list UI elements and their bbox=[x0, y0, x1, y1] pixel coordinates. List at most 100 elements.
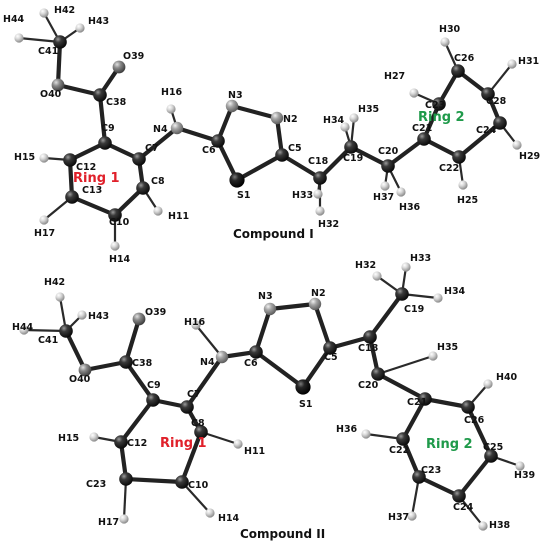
atom-label-2-s1: S1 bbox=[299, 399, 312, 410]
atom-label-2-h11: H11 bbox=[244, 446, 265, 457]
atom-1-h43 bbox=[75, 23, 85, 33]
atom-label-2-h39: H39 bbox=[514, 470, 535, 481]
atom-label-2-h16: H16 bbox=[184, 317, 206, 328]
atom-label-2-c24: C24 bbox=[453, 502, 474, 513]
atom-1-c38 bbox=[93, 88, 107, 102]
atom-1-h36 bbox=[396, 187, 406, 197]
bond-2-n2-c5 bbox=[312, 301, 333, 351]
atom-label-1-h16: H16 bbox=[161, 87, 183, 98]
atom-2-h11 bbox=[233, 439, 243, 449]
bond-2-c20-h35 bbox=[376, 354, 435, 376]
bond-2-c38-o39 bbox=[123, 316, 142, 365]
atom-2-c12 bbox=[114, 435, 128, 449]
atom-2-n3 bbox=[263, 302, 277, 316]
atom-1-o39 bbox=[112, 60, 126, 74]
bond-2-c23b-c22 bbox=[400, 436, 422, 480]
atom-2-h42 bbox=[55, 292, 65, 302]
atom-1-c20 bbox=[381, 159, 395, 173]
atom-label-2-c23b: C23 bbox=[421, 465, 441, 476]
atom-2-h15 bbox=[89, 432, 99, 442]
atom-label-1-c13: C13 bbox=[82, 185, 102, 196]
bond-1-c5-s1 bbox=[234, 152, 285, 183]
bond-2-c41-o40 bbox=[63, 328, 88, 373]
atom-1-c23 bbox=[432, 97, 446, 111]
atom-label-1-h33: H33 bbox=[292, 190, 313, 201]
atom-2-c9 bbox=[146, 393, 160, 407]
atom-2-h17 bbox=[119, 514, 129, 524]
bond-2-n4-h16 bbox=[194, 323, 224, 359]
compound-1-title: Compound I bbox=[233, 227, 314, 241]
atom-1-h34 bbox=[340, 122, 350, 132]
compound-1-ring-2-label: Ring 2 bbox=[418, 110, 465, 125]
atom-label-2-h35: H35 bbox=[437, 342, 458, 353]
bond-2-c24-c23b bbox=[416, 474, 462, 499]
atom-1-n3 bbox=[225, 99, 239, 113]
atom-2-c41 bbox=[59, 324, 73, 338]
atom-label-2-c5: C5 bbox=[324, 352, 338, 363]
bond-1-h44-c41 bbox=[17, 36, 62, 44]
atom-1-h15 bbox=[39, 153, 49, 163]
atom-1-c13 bbox=[65, 190, 79, 204]
atom-label-2-c25: C25 bbox=[483, 442, 503, 453]
atom-label-2-c22: C22 bbox=[389, 445, 409, 456]
atom-label-1-h37: H37 bbox=[373, 192, 394, 203]
atom-2-h35 bbox=[428, 351, 438, 361]
atom-2-c26 bbox=[461, 400, 475, 414]
atom-2-h33 bbox=[401, 262, 411, 272]
atom-2-c38 bbox=[119, 355, 133, 369]
atom-label-1-c5: C5 bbox=[288, 143, 302, 154]
atom-1-c9 bbox=[98, 136, 112, 150]
compound-2-title: Compound II bbox=[240, 527, 325, 541]
atom-1-c6 bbox=[211, 134, 225, 148]
atom-1-h16 bbox=[166, 104, 176, 114]
atom-1-h37 bbox=[380, 181, 390, 191]
atom-label-1-c22: C22 bbox=[439, 163, 459, 174]
bond-1-c7-n4 bbox=[136, 125, 180, 162]
atom-label-2-h38: H38 bbox=[489, 520, 511, 531]
atom-label-1-h43: H43 bbox=[88, 16, 109, 27]
atom-label-1-c10: C10 bbox=[109, 217, 130, 228]
bond-2-c25-c24 bbox=[456, 453, 494, 499]
atom-1-c28 bbox=[481, 87, 495, 101]
atom-2-h40 bbox=[483, 379, 493, 389]
atom-label-1-c18: C18 bbox=[308, 156, 329, 167]
atom-2-h14 bbox=[205, 508, 215, 518]
atom-label-1-h14: H14 bbox=[109, 254, 131, 265]
atom-label-1-h36: H36 bbox=[399, 202, 421, 213]
atom-label-1-h17: H17 bbox=[34, 228, 55, 239]
atom-1-c19 bbox=[344, 140, 358, 154]
bond-2-c20-c21 bbox=[375, 371, 428, 402]
bond-2-c26-c25 bbox=[465, 404, 494, 459]
atom-2-h34 bbox=[433, 293, 443, 303]
atom-label-2-h40: H40 bbox=[496, 372, 518, 383]
bond-1-n3-n2 bbox=[229, 103, 280, 121]
atom-1-c12 bbox=[63, 153, 77, 167]
atom-2-h38 bbox=[478, 521, 488, 531]
atom-label-2-h44: H44 bbox=[12, 322, 34, 333]
atom-label-1-o40: O40 bbox=[40, 89, 62, 100]
bond-2-c7-n4 bbox=[184, 354, 225, 410]
atom-label-1-c20: C20 bbox=[378, 146, 399, 157]
bond-1-c41-o40 bbox=[55, 39, 63, 88]
bond-1-c5-c18 bbox=[279, 152, 323, 181]
atom-1-h14 bbox=[110, 241, 120, 251]
bond-2-c23-c10 bbox=[123, 476, 185, 485]
bond-1-n4-c6 bbox=[174, 125, 221, 144]
atom-2-c25 bbox=[484, 449, 498, 463]
bond-2-c18-c19 bbox=[367, 291, 405, 340]
bond-2-o40-c38 bbox=[82, 359, 129, 373]
atom-1-c10 bbox=[108, 208, 122, 222]
atom-1-s1 bbox=[229, 172, 245, 188]
atom-2-o39 bbox=[132, 312, 146, 326]
atom-label-1-h31: H31 bbox=[518, 56, 539, 67]
atom-label-2-h14: H14 bbox=[218, 513, 240, 524]
atom-1-h27 bbox=[409, 88, 419, 98]
bond-1-c22-c24 bbox=[456, 120, 503, 160]
bond-2-c10-h14 bbox=[180, 480, 212, 515]
atom-2-c21 bbox=[418, 392, 432, 406]
atom-label-1-o39: O39 bbox=[123, 51, 144, 62]
bond-2-c9-c12 bbox=[118, 397, 156, 445]
atom-label-1-c8: C8 bbox=[151, 176, 165, 187]
bond-2-c22-c21 bbox=[400, 396, 428, 442]
atom-label-1-c28: C28 bbox=[486, 96, 507, 107]
